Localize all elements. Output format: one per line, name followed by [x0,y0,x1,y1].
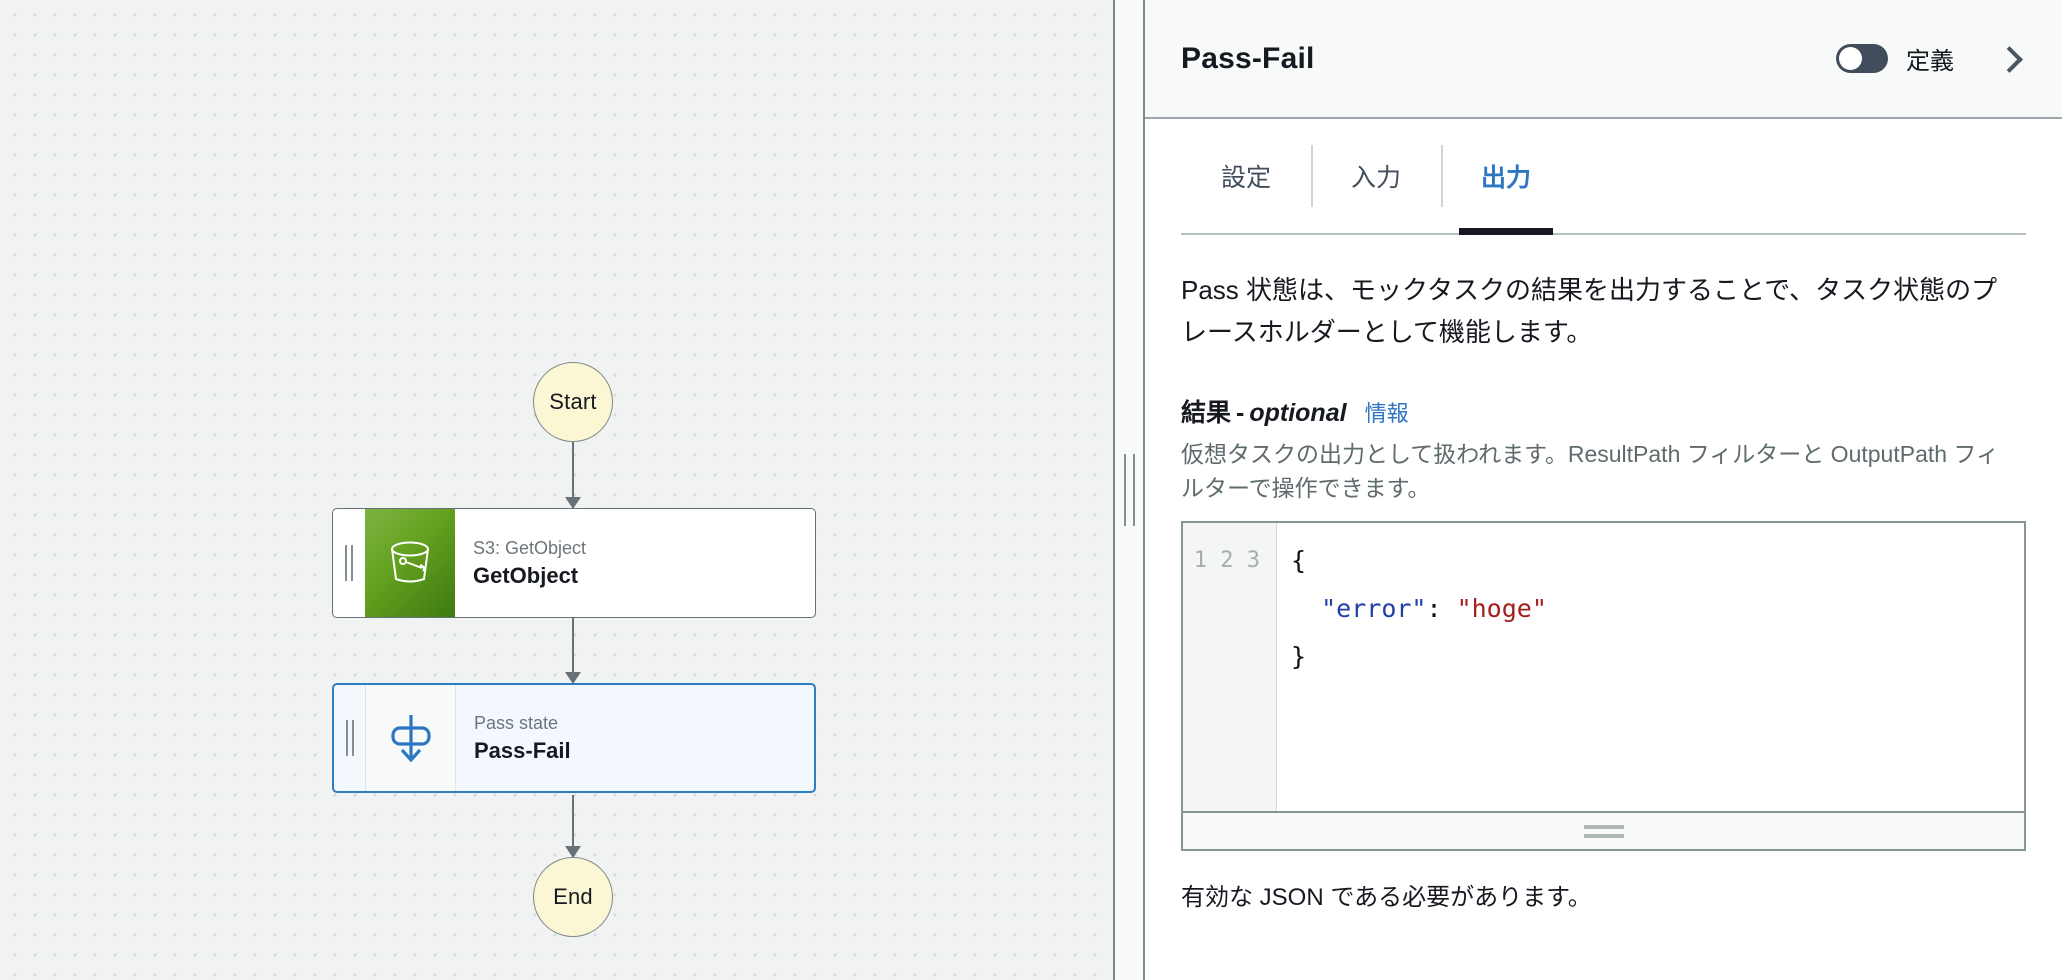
result-field-optional: optional [1249,399,1347,428]
end-node-label: End [553,884,593,909]
json-validation-note: 有効な JSON である必要があります。 [1181,884,1592,912]
result-field-label: 結果 - optional 情報 [1181,393,2026,429]
json-open-brace: { [1291,546,1307,576]
state-node-title: GetObject [473,563,579,589]
tab-settings-label: 設定 [1221,164,1272,192]
state-node-getobject[interactable]: S3: GetObject GetObject [332,508,816,618]
result-field-separator: - [1236,399,1245,428]
json-value: "hoge" [1456,594,1547,624]
state-node-text: S3: GetObject GetObject [455,509,815,617]
panel-body: 設定 入力 出力 Pass 状態は、モックタスクの結果を出力することで、タスク状… [1145,119,2062,980]
tab-output[interactable]: 出力 [1441,119,1571,235]
drag-handle-icon[interactable] [334,685,366,791]
panel-header: Pass-Fail 定義 [1145,0,2062,119]
page-title: Pass-Fail [1181,41,1315,75]
state-details-panel: Pass-Fail 定義 設定 入力 出力 P [1145,0,2062,980]
state-node-pass-fail[interactable]: Pass state Pass-Fail [332,683,816,793]
info-link[interactable]: 情報 [1364,401,1409,427]
panel-description: Pass 状態は、モックタスクの結果を出力することで、タスク状態のプレースホルダ… [1181,275,1998,348]
tab-input[interactable]: 入力 [1311,119,1441,233]
state-node-text: Pass state Pass-Fail [456,685,814,791]
panel-splitter-handle[interactable] [1113,0,1145,980]
json-key: "error" [1321,594,1427,624]
state-node-subtitle: Pass state [474,713,559,734]
state-node-title: Pass-Fail [474,738,571,764]
panel-tabs: 設定 入力 出力 [1181,119,2026,235]
arrow-head-icon [565,497,581,509]
editor-code-area[interactable]: { "error": "hoge" } [1277,523,2024,811]
definition-toggle[interactable] [1836,44,1888,73]
tab-settings[interactable]: 設定 [1181,119,1311,233]
workflow-canvas[interactable]: Start S3: GetObject GetObject [0,0,1113,980]
editor-resize-handle[interactable] [1181,813,2026,852]
editor-line-numbers: 1 2 3 [1183,523,1277,812]
drag-handle-icon[interactable] [333,509,365,617]
toggle-knob [1839,47,1862,70]
result-field-label-text: 結果 [1181,399,1232,428]
result-field-hint: 仮想タスクの出力として扱われます。ResultPath フィルターと Outpu… [1181,441,1999,502]
edge-passfail-to-end [565,795,581,858]
json-code-editor[interactable]: 1 2 3 { "error": "hoge" } [1181,521,2026,814]
start-node[interactable]: Start [533,362,613,442]
pass-state-icon [366,685,456,791]
arrow-head-icon [565,672,581,684]
json-close-brace: } [1291,642,1307,672]
chevron-right-icon[interactable] [1994,44,2024,74]
end-node[interactable]: End [533,857,613,937]
json-colon: : [1426,594,1457,624]
state-node-subtitle: S3: GetObject [473,538,587,559]
tab-output-label: 出力 [1481,164,1532,192]
s3-bucket-icon [365,509,455,617]
edge-getobject-to-passfail [565,618,581,684]
tab-input-label: 入力 [1351,164,1402,192]
definition-toggle-label: 定義 [1906,48,1954,75]
arrow-head-icon [565,846,581,858]
edge-start-to-getobject [565,442,581,509]
panel-header-actions: 定義 [1836,41,2030,76]
start-node-label: Start [549,389,597,414]
